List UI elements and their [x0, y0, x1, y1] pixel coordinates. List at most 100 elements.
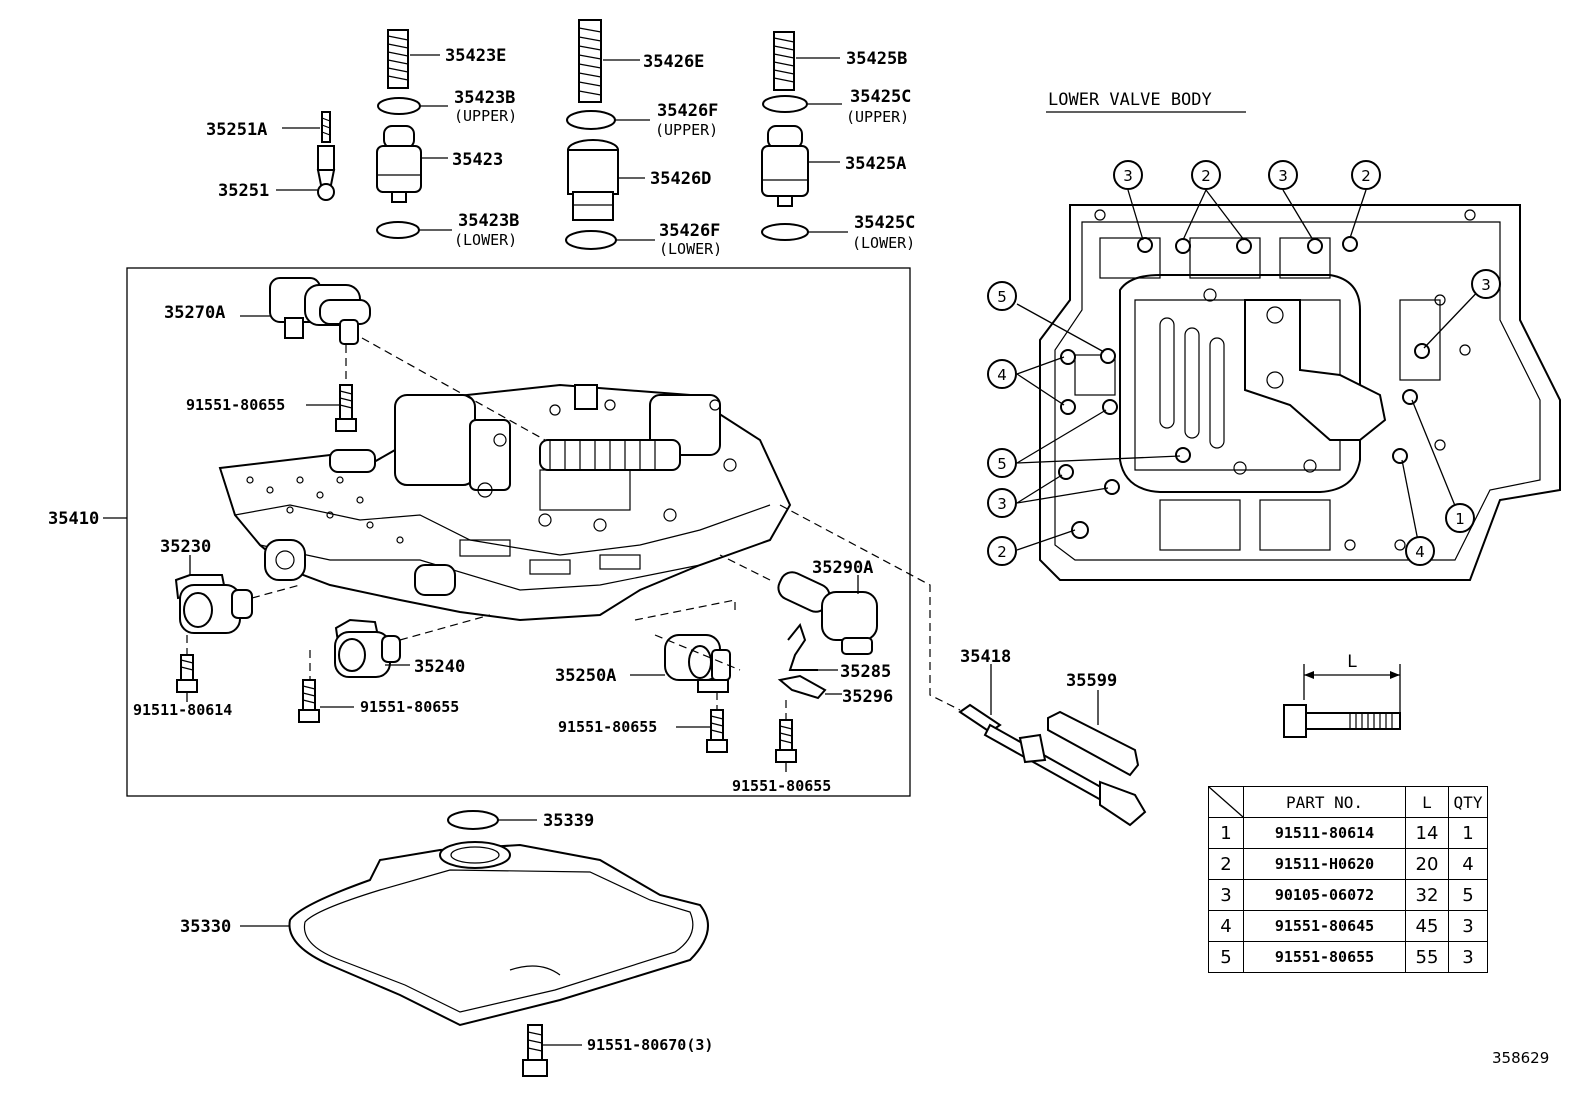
valve-body-35410	[218, 383, 792, 622]
row-index: 4	[1208, 910, 1244, 942]
callout-35423E: 35423E	[445, 46, 506, 66]
bolt-91551-80655-a	[335, 384, 357, 432]
plate-35599	[1047, 710, 1140, 777]
valve-35423	[376, 125, 422, 203]
callout-35425C-lower: 35425C	[854, 213, 915, 233]
callout-35425B: 35425B	[846, 49, 907, 69]
marker-2-c: 2	[987, 536, 1017, 566]
lower-valve-body-title: LOWER VALVE BODY	[1048, 90, 1212, 110]
bolt-length-diagram	[1283, 664, 1401, 738]
table-row: 4 91551-80645 45 3	[1208, 910, 1488, 942]
callout-35290A: 35290A	[812, 558, 873, 578]
o-ring-35423B-lower	[376, 221, 420, 239]
marker-2-b: 2	[1351, 160, 1381, 190]
svg-text:3: 3	[997, 495, 1007, 513]
rod-35418	[958, 703, 1147, 827]
row-part-no: 91511-H0620	[1243, 848, 1406, 880]
row-qty: 3	[1448, 941, 1488, 973]
callout-35410: 35410	[48, 509, 99, 529]
row-l: 55	[1405, 941, 1449, 973]
callout-35426F-upper: 35426F	[657, 101, 718, 121]
row-index: 1	[1208, 817, 1244, 849]
svg-text:5: 5	[997, 288, 1007, 306]
callout-91511-80614: 91511-80614	[133, 701, 232, 719]
parts-table: PART NO. L QTY 1 91511-80614 14 1 2 9151…	[1208, 786, 1488, 973]
corner-cell	[1208, 786, 1244, 818]
callout-35418: 35418	[960, 647, 1011, 667]
callout-35270A: 35270A	[164, 303, 225, 323]
header-qty: QTY	[1448, 786, 1488, 818]
row-qty: 3	[1448, 910, 1488, 942]
marker-5-a: 5	[987, 281, 1017, 311]
valve-35425A	[761, 125, 809, 207]
oil-pan-35330	[288, 841, 709, 1027]
callout-35339: 35339	[543, 811, 594, 831]
callout-35296: 35296	[842, 687, 893, 707]
figure-number: 358629	[1492, 1049, 1550, 1067]
spring-35425B	[773, 31, 795, 91]
solenoid-35250A	[664, 634, 731, 693]
row-index: 2	[1208, 848, 1244, 880]
table-row: 5 91551-80655 55 3	[1208, 941, 1488, 973]
callout-35251: 35251	[218, 181, 269, 201]
svg-text:5: 5	[997, 455, 1007, 473]
bolt-91551-80655-d	[775, 719, 797, 763]
row-part-no: 91511-80614	[1243, 817, 1406, 849]
valve-35426D	[567, 139, 619, 221]
solenoid-35290A	[777, 571, 878, 655]
callout-35423: 35423	[452, 150, 503, 170]
spring-35423E	[387, 29, 409, 89]
callout-35250A: 35250A	[555, 666, 616, 686]
o-ring-35425C-upper	[762, 95, 808, 113]
callout-91551-80655-c: 91551-80655	[558, 718, 657, 736]
marker-1: 1	[1445, 503, 1475, 533]
lower-valve-body-leaders	[1016, 189, 1486, 552]
table-row: 3 90105-06072 32 5	[1208, 879, 1488, 911]
marker-3-c: 3	[1471, 269, 1501, 299]
callout-35425C-lower-sub: (LOWER)	[852, 234, 915, 252]
svg-text:3: 3	[1481, 276, 1491, 294]
svg-text:2: 2	[1361, 167, 1371, 185]
callout-35240: 35240	[414, 657, 465, 677]
row-l: 14	[1405, 817, 1449, 849]
svg-text:3: 3	[1278, 167, 1288, 185]
o-ring-35425C-lower	[761, 223, 809, 241]
callout-35425C-upper-sub: (UPPER)	[846, 108, 909, 126]
callout-35330: 35330	[180, 917, 231, 937]
marker-4-b: 4	[1405, 536, 1435, 566]
callout-35423B-lower: 35423B	[458, 211, 519, 231]
table-row: 2 91511-H0620 20 4	[1208, 848, 1488, 880]
callout-35426F-upper-sub: (UPPER)	[655, 121, 718, 139]
row-qty: 5	[1448, 879, 1488, 911]
callout-35426D: 35426D	[650, 169, 711, 189]
svg-text:2: 2	[997, 543, 1007, 561]
row-part-no: 91551-80645	[1243, 910, 1406, 942]
solenoid-35270A	[269, 277, 371, 345]
callout-35251A: 35251A	[206, 120, 267, 140]
svg-text:1: 1	[1455, 510, 1465, 528]
callout-35426F-lower-sub: (LOWER)	[659, 240, 722, 258]
callout-35425A: 35425A	[845, 154, 906, 174]
solenoid-35230	[174, 574, 253, 634]
row-l: 32	[1405, 879, 1449, 911]
valve-body-assembly-frame	[126, 267, 911, 797]
spring-35426E	[578, 19, 602, 103]
row-index: 5	[1208, 941, 1244, 973]
svg-text:3: 3	[1123, 167, 1133, 185]
marker-4-a: 4	[987, 359, 1017, 389]
bolt-91551-80670	[522, 1024, 548, 1077]
callout-91551-80655-a: 91551-80655	[186, 396, 285, 414]
callout-35230: 35230	[160, 537, 211, 557]
callout-35426E: 35426E	[643, 52, 704, 72]
header-l: L	[1405, 786, 1449, 818]
pin-35251A	[321, 111, 331, 143]
lower-valve-body-drawing	[1039, 204, 1561, 581]
marker-3-b: 3	[1268, 160, 1298, 190]
table-row: 1 91511-80614 14 1	[1208, 817, 1488, 849]
callout-91551-80670: 91551-80670(3)	[587, 1036, 713, 1054]
svg-text:4: 4	[1415, 543, 1425, 561]
callout-35423B-upper-sub: (UPPER)	[454, 107, 517, 125]
callout-35423B-lower-sub: (LOWER)	[454, 231, 517, 249]
row-index: 3	[1208, 879, 1244, 911]
